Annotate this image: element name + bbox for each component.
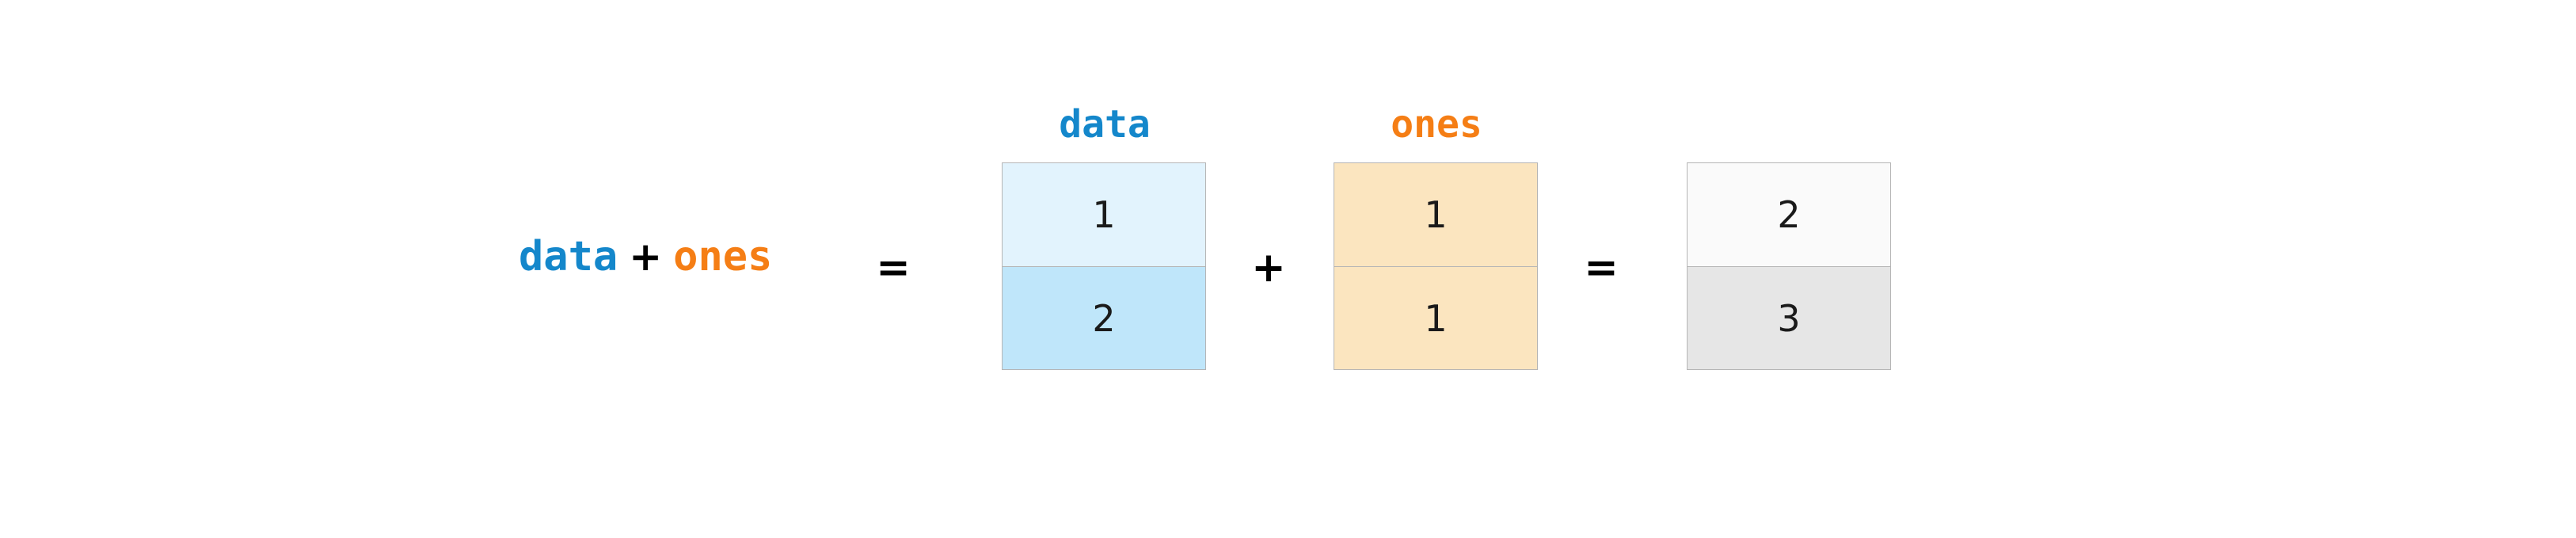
symbolic-expression: data + ones bbox=[519, 236, 772, 277]
matrix-label-result bbox=[1687, 105, 1893, 150]
equals-operator-1: = bbox=[876, 244, 911, 292]
plus-operator-1: + bbox=[1251, 244, 1286, 292]
matrix-group-ones: ones 1 1 bbox=[1334, 105, 1539, 370]
matrix-cell: 2 bbox=[1688, 163, 1890, 266]
matrix-cell: 1 bbox=[1334, 266, 1537, 369]
matrix-cell: 1 bbox=[1003, 163, 1205, 266]
matrix-cell: 1 bbox=[1334, 163, 1537, 266]
matrix-label-data: data bbox=[1059, 102, 1151, 147]
matrix-group-data: data 1 2 bbox=[1002, 105, 1208, 370]
matrix-group-result: 2 3 bbox=[1687, 105, 1893, 370]
matrix-ones: 1 1 bbox=[1334, 162, 1538, 370]
matrix-result: 2 3 bbox=[1687, 162, 1891, 370]
matrix-label-ones: ones bbox=[1391, 102, 1482, 147]
matrix-data: 1 2 bbox=[1002, 162, 1206, 370]
expression-operand-ones: ones bbox=[673, 233, 773, 280]
matrix-cell: 3 bbox=[1688, 266, 1890, 369]
expression-operand-data: data bbox=[519, 233, 618, 280]
equals-operator-2: = bbox=[1584, 244, 1619, 292]
matrix-cell: 2 bbox=[1003, 266, 1205, 369]
expression-plus-operator: + bbox=[629, 234, 663, 280]
